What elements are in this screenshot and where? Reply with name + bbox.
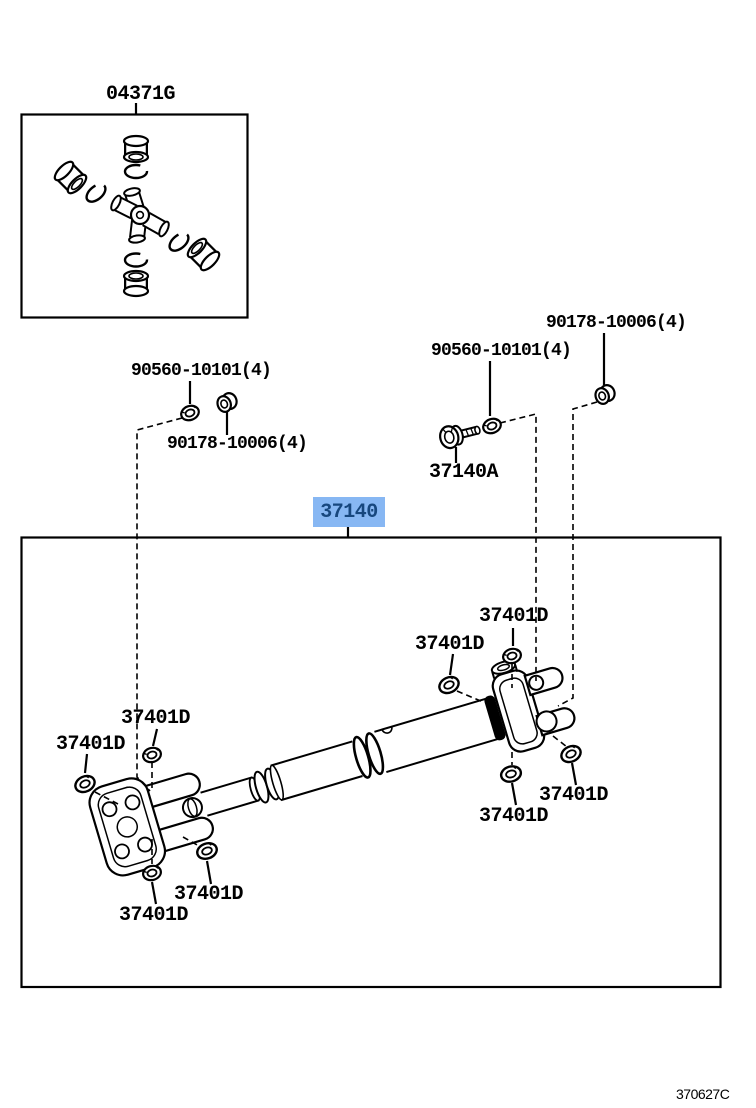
nut-icon [480, 415, 504, 437]
washer-icon [557, 741, 585, 767]
snap-ring-icon [168, 232, 190, 252]
snap-ring-icon [123, 163, 149, 180]
snap-ring-icon [123, 252, 149, 268]
nut-icon [178, 402, 202, 424]
part-label-fastener-4[interactable]: 37401D [56, 733, 126, 756]
part-label-fastener-5[interactable]: 37401D [539, 784, 609, 807]
leader-lines [83, 103, 606, 905]
companion-flange [88, 777, 167, 877]
part-label-fastener-1[interactable]: 37401D [479, 605, 549, 628]
washer-icon [193, 839, 221, 863]
locknut-icon [213, 390, 241, 415]
part-label-fastener-8[interactable]: 37401D [119, 904, 189, 927]
front-yoke [142, 772, 214, 854]
part-label-fastener-6[interactable]: 37401D [479, 805, 549, 828]
main-assembly-box [20, 536, 722, 989]
propeller-shaft-drawing [88, 660, 576, 877]
part-label-spider-kit[interactable]: 04371G [106, 83, 176, 106]
part-label-locknut-left[interactable]: 90178-10006(4) [167, 434, 308, 454]
snap-ring-icon [85, 183, 107, 203]
universal-joint-kit-drawing [53, 134, 221, 298]
part-label-locknut-right[interactable]: 90178-10006(4) [546, 313, 687, 333]
part-label-fastener-7[interactable]: 37401D [174, 883, 244, 906]
part-label-nut-left[interactable]: 90560-10101(4) [131, 361, 272, 381]
rear-yoke [490, 660, 576, 753]
bearing-cup-icon [122, 269, 150, 298]
selected-part-label-propeller-shaft[interactable]: 37140 [313, 497, 385, 527]
shaft-band [484, 695, 506, 741]
bearing-cup-icon [53, 160, 88, 195]
spider-cross-icon [110, 187, 170, 244]
bearing-cup-icon [122, 134, 150, 164]
part-label-bolt[interactable]: 37140A [429, 461, 499, 484]
part-label-fastener-2[interactable]: 37401D [415, 633, 485, 656]
part-label-fastener-3[interactable]: 37401D [121, 707, 191, 730]
bearing-cup-icon [186, 237, 221, 272]
nut-icon [140, 744, 164, 766]
dashed-reference-lines [94, 401, 598, 864]
diagram-code: 370627C [676, 1086, 730, 1102]
washer-icon [435, 672, 463, 698]
bolt-icon [439, 424, 481, 450]
spider-kit-box [20, 113, 249, 319]
part-label-nut-right[interactable]: 90560-10101(4) [431, 341, 572, 361]
washer-icon [498, 762, 524, 786]
